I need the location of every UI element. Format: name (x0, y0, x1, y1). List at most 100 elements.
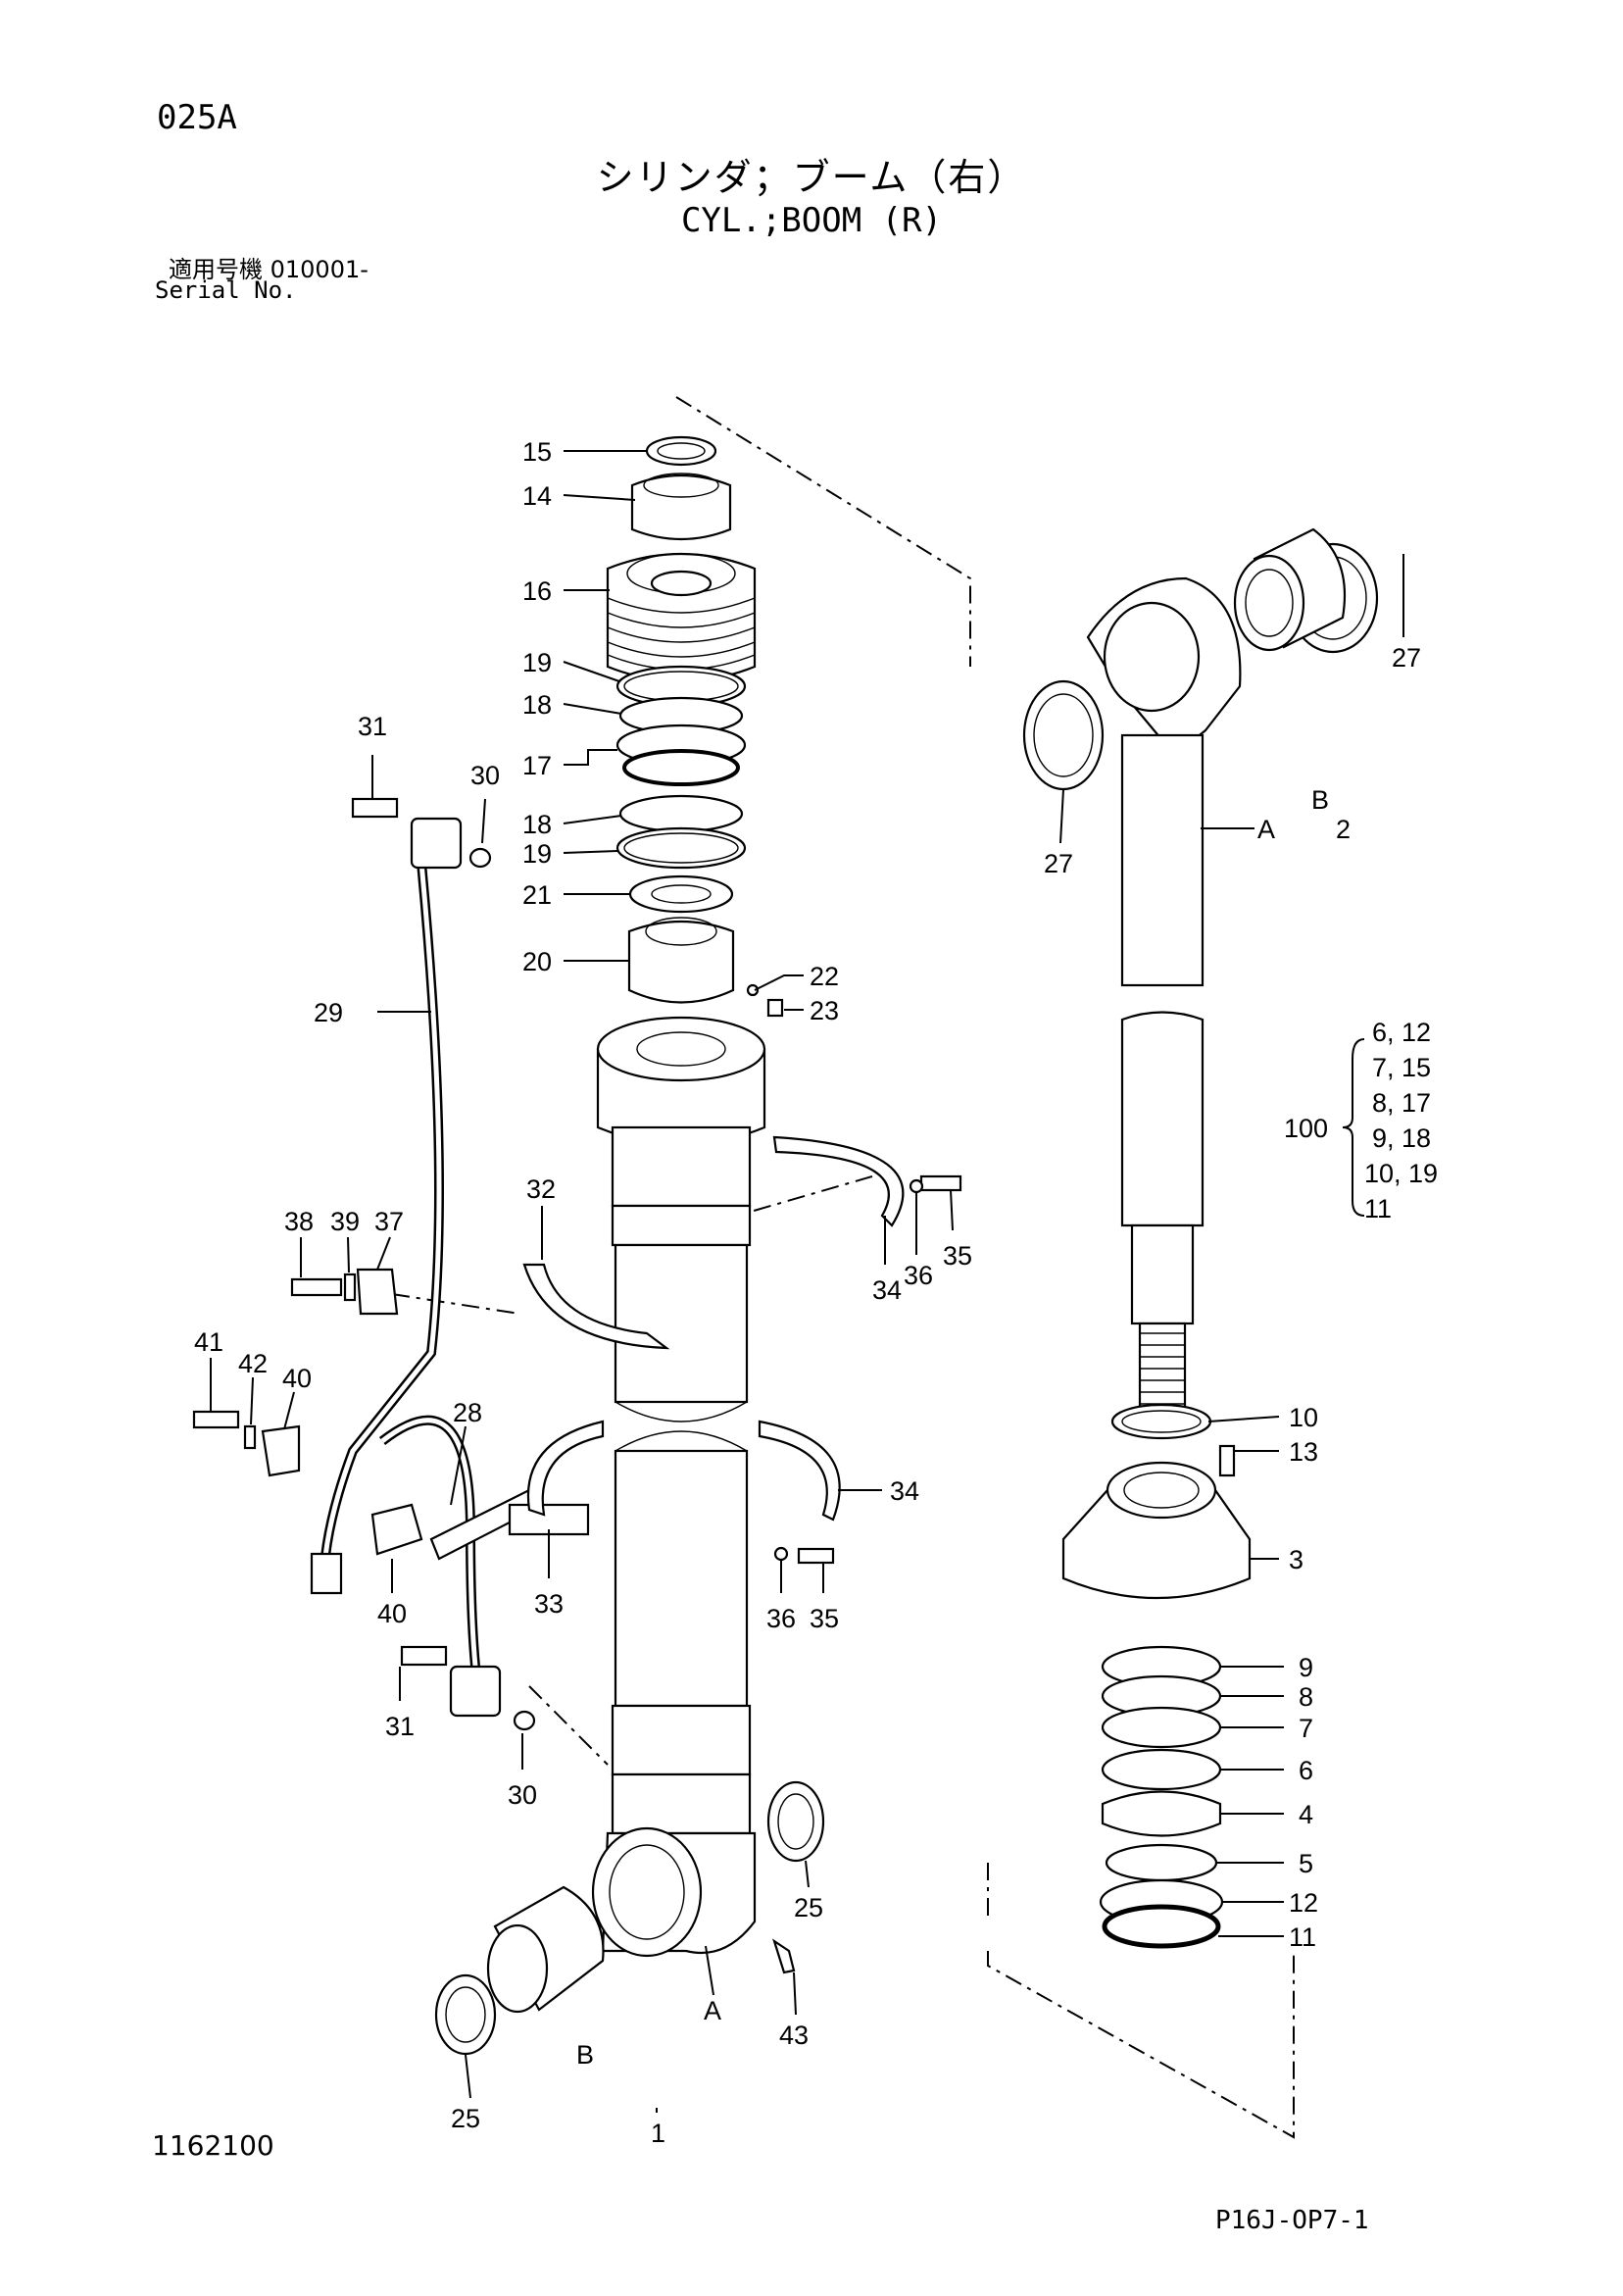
part-14-bushing (630, 474, 732, 541)
reference-code: P16J-OP7-1 (1215, 2206, 1369, 2235)
part-38-bolt (290, 1277, 343, 1297)
part-25-ring-right (766, 1780, 825, 1863)
callout-33: 33 (534, 1589, 564, 1619)
callout-B: B (576, 2040, 594, 2070)
page-code: 025A (157, 98, 237, 137)
callout-labels: 15 14 16 19 18 17 18 19 21 20 22 23 31 3… (194, 437, 1438, 2148)
callout-11: 11 (1289, 1922, 1316, 1952)
piston-group (1061, 1403, 1252, 1949)
part-32-clamp (522, 1263, 670, 1350)
callout-30: 30 (508, 1780, 537, 1810)
kit-item: 9, 18 (1372, 1123, 1431, 1153)
part-37-bracket (356, 1268, 399, 1316)
callout-7: 7 (1299, 1714, 1313, 1743)
part-22-ball (746, 983, 760, 997)
callout-5: 5 (1299, 1849, 1313, 1878)
callout-32: 32 (526, 1174, 556, 1204)
callout-36: 36 (904, 1261, 933, 1290)
title-english: CYL.;BOOM (R) (680, 201, 943, 240)
callout-41: 41 (194, 1327, 223, 1357)
callout-27: 27 (1392, 643, 1421, 673)
title-japanese: シリンダ；ブーム（右） (596, 156, 1027, 199)
serial-label-english: Serial No. (155, 276, 297, 304)
serial-label-japanese: 適用号機 010001- (169, 256, 369, 283)
part-19b-ring (615, 826, 747, 870)
callout-19: 19 (522, 839, 552, 869)
part-34-band-top (772, 1135, 905, 1227)
part-35-bolt-bottom (797, 1547, 835, 1565)
bottom-bushings (434, 1780, 825, 2056)
rod-thread (1138, 1322, 1187, 1414)
callout-25: 25 (451, 2104, 480, 2133)
callout-27: 27 (1044, 849, 1073, 878)
part-40-clamp-left (261, 1424, 301, 1477)
callout-B: B (1311, 785, 1329, 815)
part-31-bolt-top (351, 797, 399, 819)
callout-19: 19 (522, 648, 552, 677)
part-21-ring (628, 874, 734, 914)
part-4-ring (1101, 1790, 1222, 1837)
part-10-ring (1110, 1403, 1212, 1440)
callout-22: 22 (810, 962, 839, 991)
part-34-band-bottom (758, 1420, 841, 1522)
part-36-washer-top (909, 1178, 924, 1194)
part-36-washer-bottom (773, 1546, 789, 1562)
part-30-oring-bottom (513, 1710, 536, 1731)
part-20-nut (627, 920, 735, 1004)
part-30-oring-top (468, 847, 492, 869)
callout-23: 23 (810, 996, 839, 1025)
callout-21: 21 (522, 880, 552, 910)
callout-31: 31 (385, 1712, 415, 1741)
part-39-washer (343, 1273, 357, 1302)
callout-42: 42 (238, 1349, 268, 1378)
callout-29: 29 (314, 998, 343, 1027)
part-11-oring (1102, 1904, 1221, 1949)
callout-38: 38 (284, 1207, 314, 1236)
part-flange-bottom (449, 1665, 502, 1718)
callout-2: 2 (1336, 815, 1351, 844)
kit-number: 100 (1284, 1114, 1328, 1143)
gland-part-group (606, 435, 784, 1018)
kit-item: 6, 12 (1372, 1018, 1431, 1047)
callout-3: 3 (1289, 1545, 1303, 1574)
callout-18: 18 (522, 690, 552, 720)
callout-14: 14 (522, 481, 552, 511)
part-2-rod-upper (1120, 733, 1205, 987)
callout-4: 4 (1299, 1800, 1313, 1829)
callout-18: 18 (522, 810, 552, 839)
part-40-clamp-center (370, 1503, 423, 1556)
callout-20: 20 (522, 947, 552, 976)
callout-43: 43 (779, 2021, 809, 2050)
part-5-ring (1105, 1843, 1218, 1882)
callout-34: 34 (890, 1476, 919, 1506)
callout-10: 10 (1289, 1403, 1318, 1432)
callout-35: 35 (943, 1241, 972, 1271)
part-43-fitting (772, 1938, 796, 1974)
part-bushing-b (493, 1885, 605, 2012)
piston-rod-group (1022, 527, 1379, 1414)
callout-34: 34 (872, 1275, 902, 1305)
part-35-bolt-top (919, 1174, 962, 1192)
drawing-number: 1162100 (152, 2129, 274, 2162)
part-27-ring-left (1022, 679, 1105, 791)
part-7-ring (1101, 1706, 1222, 1749)
callout-36: 36 (766, 1604, 796, 1633)
part-3-piston (1061, 1488, 1252, 1600)
callout-30: 30 (470, 761, 500, 790)
part-23-plug (766, 998, 784, 1018)
cylinder-tube (591, 1016, 766, 1958)
part-41-bolt (192, 1410, 240, 1429)
callout-A: A (704, 1996, 721, 2025)
assembly-guide-lines (391, 396, 1295, 2139)
part-18b-ring (618, 794, 744, 833)
callout-40: 40 (282, 1364, 312, 1393)
callout-9: 9 (1299, 1653, 1313, 1682)
part-13-screw (1218, 1444, 1236, 1477)
callout-A: A (1257, 815, 1275, 844)
callout-31: 31 (358, 712, 387, 741)
part-2-rod-lower (1120, 1011, 1205, 1227)
part-flange-top (410, 817, 463, 870)
pipes-and-clamps (192, 797, 962, 1731)
part-31-bolt-bottom (400, 1645, 448, 1667)
